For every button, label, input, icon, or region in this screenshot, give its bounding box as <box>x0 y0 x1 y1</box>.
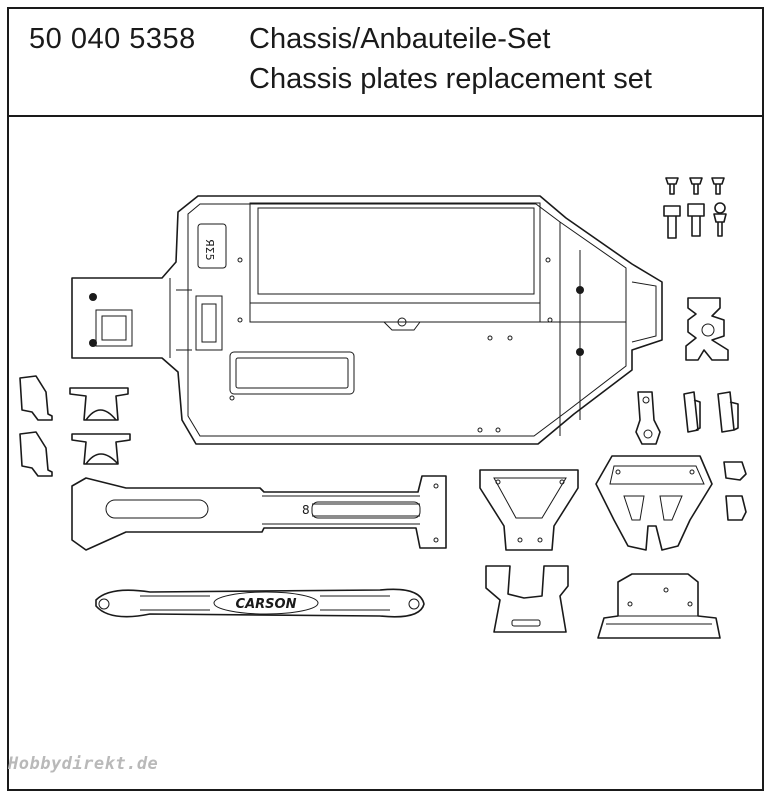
diagram-frame: 50 040 5358 Chassis/Anbauteile-Set Chass… <box>7 7 764 791</box>
top-deck-plate: 8 <box>71 475 447 551</box>
title-english: Chassis plates replacement set <box>249 63 652 95</box>
watermark: Hobbydirekt.de <box>8 754 159 774</box>
main-chassis-plate: ЯΣ5 <box>71 195 663 445</box>
part-number: 50 040 5358 <box>29 23 196 55</box>
side-guard-logo-bar: CARSON <box>95 588 425 618</box>
carson-logo-text: CARSON <box>236 597 297 612</box>
screw-set <box>663 177 727 239</box>
deck-marking: 8 <box>302 503 310 517</box>
left-brackets <box>19 375 131 477</box>
header: 50 040 5358 Chassis/Anbauteile-Set Chass… <box>9 9 762 117</box>
shock-tower-front <box>479 469 579 551</box>
title-german: Chassis/Anbauteile-Set <box>249 23 551 55</box>
shock-tower-rear <box>595 455 713 551</box>
clip-parts <box>683 391 747 521</box>
bulkhead-part <box>685 297 729 361</box>
rear-bumper <box>597 573 721 639</box>
bumper-mount <box>485 565 569 633</box>
svg-text:ЯΣ5: ЯΣ5 <box>203 239 216 261</box>
servo-arm <box>635 391 661 445</box>
